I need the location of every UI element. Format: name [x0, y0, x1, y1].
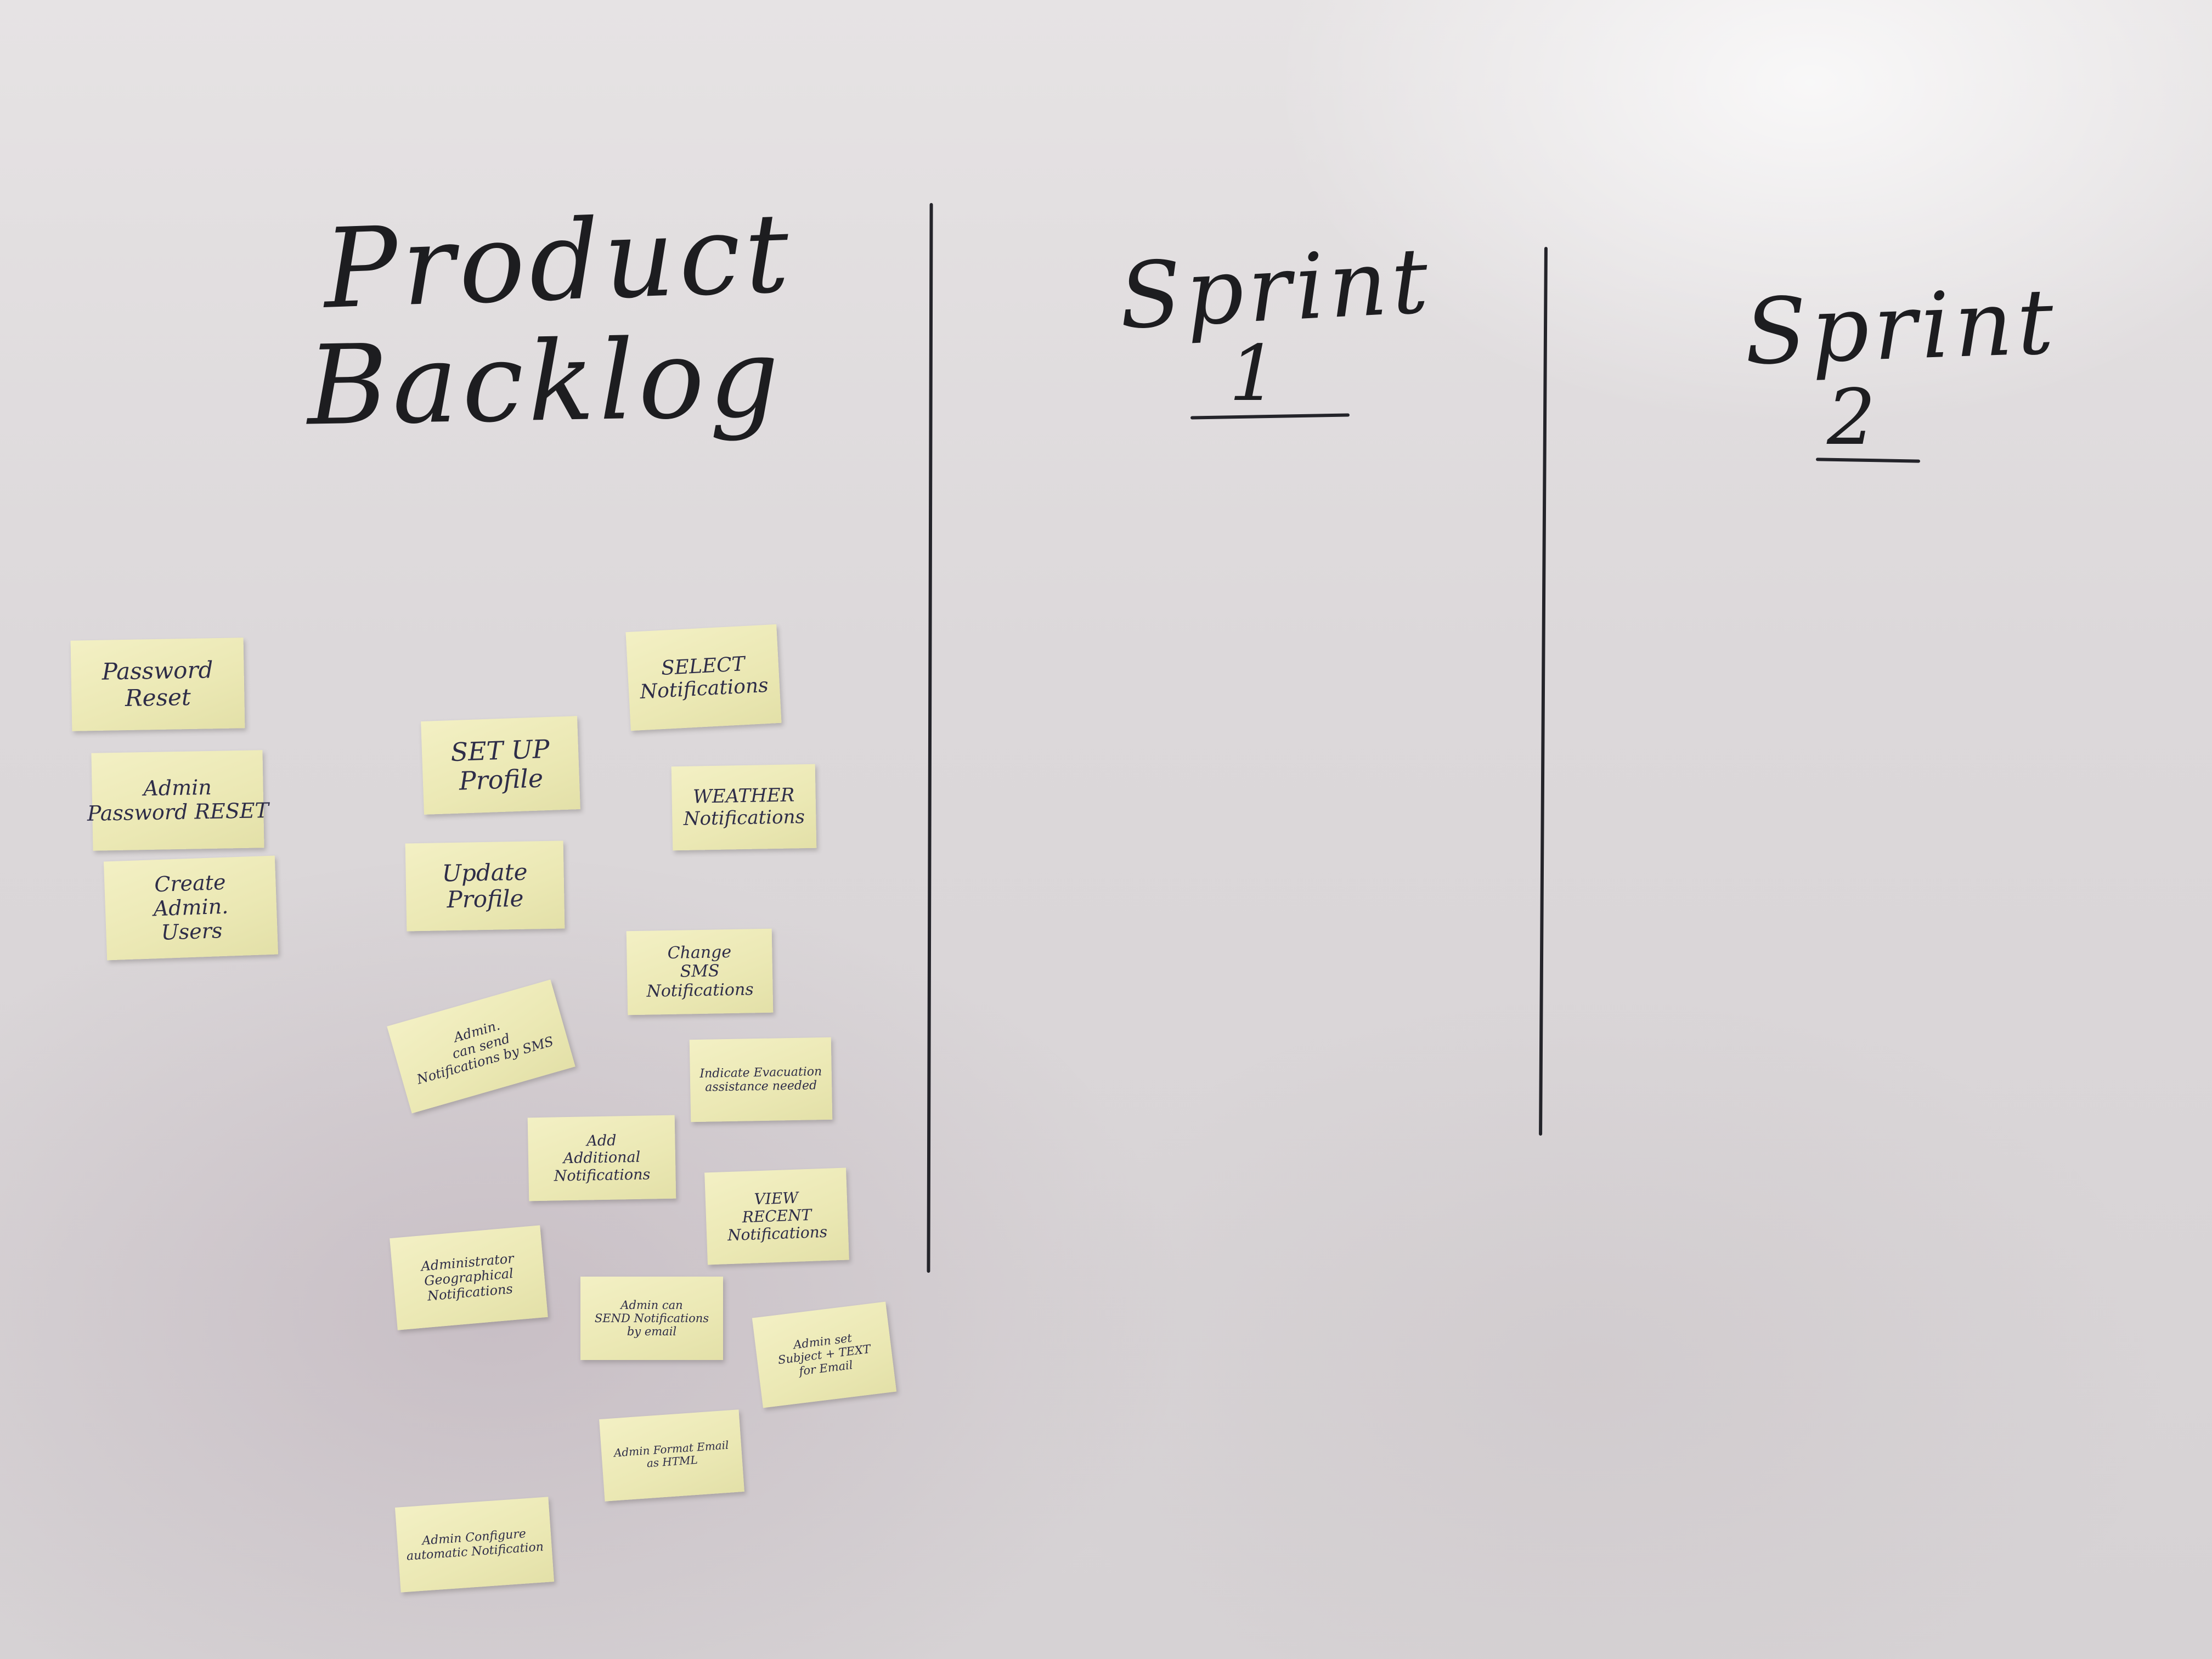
product-heading: Product: [321, 189, 795, 334]
sprint-2-number: 2: [1827, 373, 1881, 462]
sticky-note-add-additional-notifications[interactable]: Add Additional Notifications: [527, 1115, 676, 1201]
note-line: Additional: [563, 1149, 641, 1167]
sticky-note-create-admin-users[interactable]: Create Admin. Users: [103, 855, 279, 961]
note-line: Add: [586, 1132, 617, 1150]
sticky-note-change-sms-notifications[interactable]: Change SMS Notifications: [626, 928, 774, 1015]
note-line: Profile: [447, 884, 524, 913]
sprint-1-number: 1: [1229, 329, 1283, 419]
note-line: Admin: [143, 775, 212, 801]
note-line: SMS: [680, 961, 720, 981]
note-line: SET UP: [450, 733, 550, 768]
note-line: Reset: [125, 683, 191, 712]
note-line: Create: [154, 870, 227, 897]
note-line: Password RESET: [87, 798, 269, 826]
sticky-note-select-notifications[interactable]: SELECT Notifications: [625, 624, 782, 731]
note-line: Profile: [458, 763, 544, 796]
note-line: Admin.: [153, 894, 229, 921]
sticky-note-password-reset[interactable]: Password Reset: [70, 637, 245, 731]
note-line: Notifications: [639, 674, 769, 704]
note-line: Admin can: [620, 1298, 683, 1312]
sticky-note-admin-format-email[interactable]: Admin Format Email as HTML: [599, 1409, 744, 1502]
column-divider-1: [927, 202, 933, 1273]
note-line: Notifications: [727, 1222, 828, 1245]
sticky-note-set-up-profile[interactable]: SET UP Profile: [421, 716, 580, 815]
sticky-note-admin-password-reset[interactable]: Admin Password RESET: [87, 750, 269, 851]
note-line: SEND Notifications: [594, 1311, 709, 1325]
note-line: Notifications: [646, 980, 754, 1001]
note-line: by email: [627, 1325, 677, 1339]
sprint-2-heading: Sprint: [1742, 269, 2060, 385]
column-divider-2: [1539, 246, 1548, 1136]
sticky-note-indicate-evacuation[interactable]: Indicate Evacuation assistance needed: [689, 1037, 833, 1122]
sticky-note-weather-notifications[interactable]: WEATHER Notifications: [671, 764, 817, 851]
note-line: Notifications: [683, 805, 805, 830]
sticky-note-admin-set-subject-text[interactable]: Admin set Subject + TEXT for Email: [752, 1301, 897, 1408]
note-line: Indicate Evacuation: [699, 1064, 822, 1081]
note-line: assistance needed: [705, 1079, 817, 1094]
note-line: Update: [442, 858, 528, 887]
note-line: Password: [101, 656, 213, 685]
sticky-note-update-profile[interactable]: Update Profile: [405, 840, 565, 932]
note-line: Users: [160, 918, 223, 945]
note-line: Change: [667, 942, 732, 963]
note-line: VIEW: [754, 1188, 799, 1209]
backlog-heading: Backlog: [306, 314, 785, 450]
sticky-note-view-recent-notifications[interactable]: VIEW RECENT Notifications: [704, 1167, 849, 1265]
sticky-note-admin-send-email[interactable]: Admin can SEND Notifications by email: [580, 1277, 723, 1360]
sticky-note-admin-configure-automatic[interactable]: Admin Configure automatic Notification: [394, 1497, 555, 1593]
sticky-note-administrator-geographical[interactable]: Administrator Geographical Notifications: [390, 1225, 548, 1330]
note-line: Notifications: [554, 1165, 651, 1185]
sticky-note-admin-send-sms[interactable]: Admin. can send Notifications by SMS: [387, 979, 575, 1114]
note-line: WEATHER: [692, 784, 795, 809]
note-line: as HTML: [646, 1453, 698, 1470]
